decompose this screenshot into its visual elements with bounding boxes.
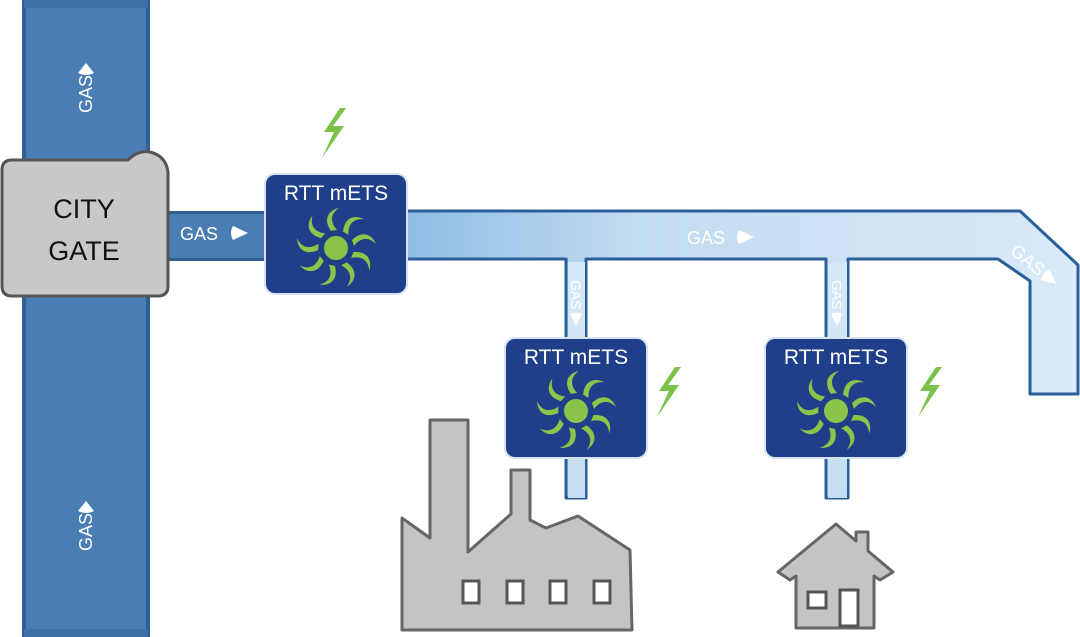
lightning-bolt-icon <box>322 108 346 158</box>
city-gate-label-line2: GATE <box>48 236 120 266</box>
unit-title: RTT mETS <box>284 182 388 205</box>
lightning-bolt-icon <box>918 367 942 417</box>
flow-arrow-icon <box>831 312 843 326</box>
flow-arrow-icon <box>78 63 94 75</box>
left-drop-gas-label: GAS <box>568 280 584 326</box>
svg-text:GAS: GAS <box>568 280 584 310</box>
svg-text:GAS: GAS <box>687 228 725 248</box>
right-drop-gas-label: GAS <box>829 280 845 326</box>
branch-gas-label: GAS <box>687 228 754 248</box>
flow-arrow-icon <box>1040 269 1057 284</box>
lightning-bolt-icon <box>657 367 681 417</box>
city-gate-label-line1: CITY <box>53 194 115 224</box>
svg-text:GAS: GAS <box>180 224 218 244</box>
unit-title: RTT mETS <box>524 346 628 369</box>
house-icon <box>776 522 895 630</box>
city-gate: CITY GATE <box>0 150 170 298</box>
factory-icon <box>400 418 634 632</box>
main-pipe-gas-label-bottom: GAS <box>76 501 96 551</box>
flow-arrow-icon <box>231 226 248 240</box>
rtt-mets-unit-industrial: RTT mETS <box>504 337 648 459</box>
main-pipe-gas-label-top: GAS <box>76 63 96 113</box>
gate-outlet-gas-label: GAS <box>180 224 248 244</box>
svg-text:GAS: GAS <box>76 75 96 113</box>
unit-title: RTT mETS <box>784 346 888 369</box>
rtt-mets-unit-top: RTT mETS <box>264 173 408 295</box>
distribution-branch-pipe <box>398 209 1080 500</box>
main-transmission-pipe <box>22 0 150 637</box>
flow-arrow-icon <box>570 312 582 326</box>
rtt-mets-unit-residential: RTT mETS <box>764 337 908 459</box>
svg-text:GAS: GAS <box>76 513 96 551</box>
flow-arrow-icon <box>78 501 94 513</box>
svg-text:GAS: GAS <box>829 280 845 310</box>
flow-arrow-icon <box>737 230 754 244</box>
gate-outlet-pipe <box>162 211 270 261</box>
